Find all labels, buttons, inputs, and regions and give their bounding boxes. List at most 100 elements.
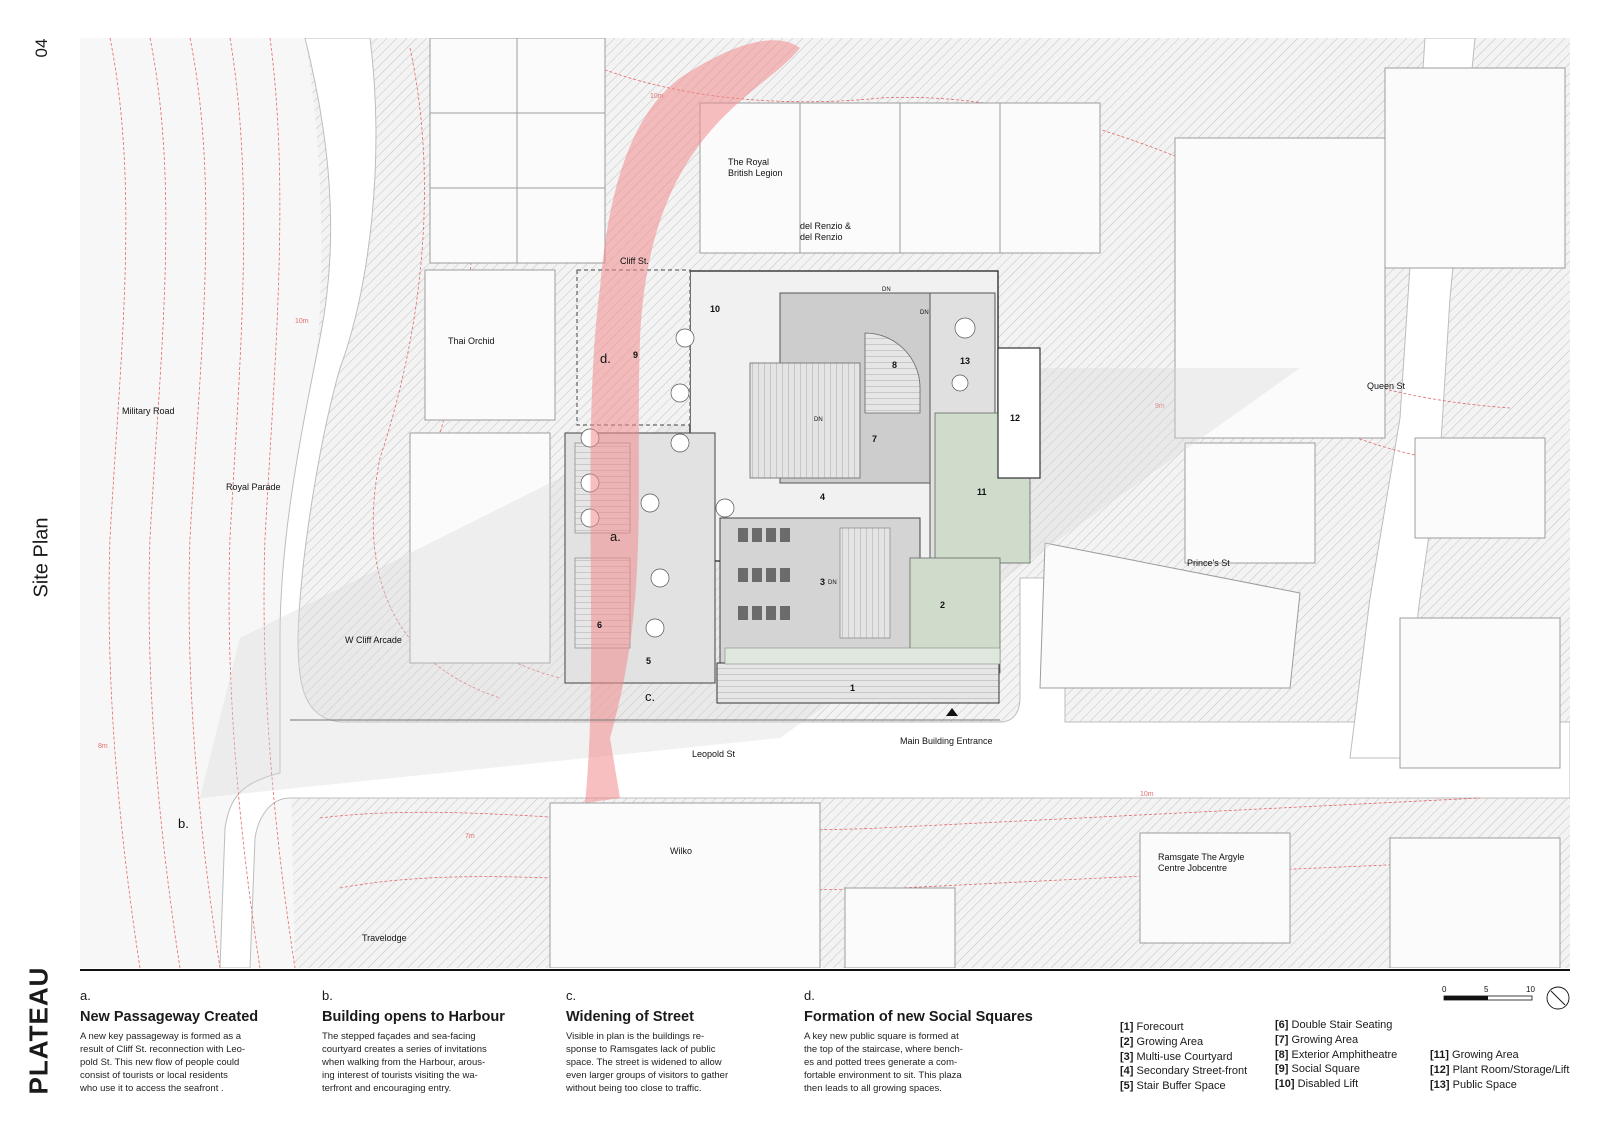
- legend-item: [5] Stair Buffer Space: [1120, 1080, 1226, 1093]
- legend-column-1: [1] Forecourt [2] Growing Area [3] Multi…: [1120, 1020, 1247, 1094]
- legend-item: [12] Plant Room/Storage/Lift: [1430, 1063, 1570, 1076]
- street-label-queen-st: Queen St: [1367, 381, 1406, 391]
- scale-tick-0: 0: [1442, 985, 1447, 994]
- note-line: result of Cliff St. reconnection with Le…: [80, 1044, 246, 1055]
- stair-mark-4: DN: [828, 580, 837, 586]
- legend-item: [7] Growing Area: [1275, 1033, 1359, 1046]
- note-line: ing interest of tourists visiting the wa…: [322, 1070, 478, 1081]
- sheet-title: Site Plan: [30, 517, 53, 598]
- note-line: A new key passageway is formed as a: [80, 1031, 242, 1042]
- note-line: sponse to Ramsgates lack of public: [566, 1044, 716, 1055]
- stair-mark-1: DN: [882, 287, 891, 293]
- building-label-del-renzio-1: del Renzio &: [800, 221, 851, 231]
- street-label-military-road: Military Road: [122, 406, 175, 416]
- note-line: space. The street is widened to allow: [566, 1057, 722, 1068]
- legend-item: [10] Disabled Lift: [1275, 1078, 1359, 1091]
- legend-item: [2] Growing Area: [1120, 1035, 1204, 1048]
- scale-tick-5: 5: [1484, 985, 1489, 994]
- contour-label-5: 7m: [465, 833, 475, 840]
- legend-item: [13] Public Space: [1430, 1078, 1517, 1091]
- entrance-marker-icon: [946, 708, 958, 716]
- note-line: when walking from the Harbour, arous-: [322, 1057, 486, 1068]
- zone-letter-a: a.: [610, 529, 621, 544]
- seafront-area: [80, 38, 322, 968]
- note-title: Formation of new Social Squares: [804, 1009, 1033, 1025]
- street-label-cliff-st: Cliff St.: [620, 256, 649, 266]
- page-number: 04: [32, 38, 51, 58]
- street-label-w-cliff-arcade: W Cliff Arcade: [345, 635, 402, 645]
- room-number-13: 13: [960, 356, 970, 366]
- note-letter: d.: [804, 988, 815, 1003]
- legend-item: [9] Social Square: [1275, 1063, 1361, 1076]
- note-line: courtyard creates a series of invitation…: [322, 1044, 487, 1055]
- note-d: d. Formation of new Social Squares A key…: [804, 988, 1033, 1095]
- scale-tick-10: 10: [1526, 985, 1535, 994]
- room-number-7: 7: [872, 434, 877, 444]
- room-number-2: 2: [940, 600, 945, 610]
- building-label-jobcentre-2: Centre Jobcentre: [1158, 863, 1227, 873]
- building-label-main-entrance: Main Building Entrance: [900, 736, 993, 746]
- passage-overlay: [585, 40, 800, 803]
- note-a: a. New Passageway Created A new key pass…: [80, 988, 300, 1095]
- note-line: pold St. This new flow of people could: [80, 1057, 240, 1068]
- building-label-jobcentre-1: Ramsgate The Argyle: [1158, 852, 1244, 862]
- note-line: fortable environment to sit. This plaza: [804, 1070, 962, 1081]
- legend-item: [8] Exterior Amphitheatre: [1275, 1048, 1398, 1061]
- note-c: c. Widening of Street Visible in plan is…: [566, 988, 786, 1095]
- note-body: A key new public square is formed at the…: [804, 1030, 1024, 1095]
- note-title: New Passageway Created: [80, 1009, 259, 1025]
- building-label-travelodge: Travelodge: [362, 933, 407, 943]
- stair-mark-2: DN: [920, 310, 929, 316]
- contour-label-3: 9m: [1155, 403, 1165, 410]
- zone-letter-b: b.: [178, 816, 189, 831]
- room-number-11: 11: [977, 487, 987, 497]
- note-line: Visible in plan is the buildings re-: [566, 1031, 705, 1042]
- note-title: Widening of Street: [566, 1009, 694, 1025]
- note-letter: c.: [566, 988, 577, 1003]
- legend-item: [11] Growing Area: [1430, 1049, 1519, 1061]
- divider-rule: [80, 969, 1570, 971]
- zone-letter-d: d.: [600, 351, 611, 366]
- contour-label-2: 10m: [295, 318, 309, 325]
- note-line: the top of the staircase, where bench-: [804, 1044, 963, 1055]
- note-line: then leads to all growing spaces.: [804, 1083, 942, 1094]
- room-number-6: 6: [597, 620, 602, 630]
- building-label-royal-british-legion-2: British Legion: [728, 168, 783, 178]
- legend-column-2: [6] Double Stair Seating [7] Growing Are…: [1275, 1018, 1397, 1092]
- site-plan-drawing: 10m 10m 9m 8m 7m 10m: [80, 37, 1571, 969]
- note-line: es and potted trees generate a com-: [804, 1057, 958, 1068]
- room-number-3: 3: [820, 577, 825, 587]
- room-number-8: 8: [892, 360, 897, 370]
- note-title: Building opens to Harbour: [322, 1009, 505, 1025]
- note-letter: a.: [80, 988, 91, 1003]
- room-number-9: 9: [633, 350, 638, 360]
- road-network: [219, 37, 1571, 969]
- note-line: without being too close to traffic.: [566, 1083, 702, 1094]
- note-line: A key new public square is formed at: [804, 1031, 959, 1042]
- note-b: b. Building opens to Harbour The stepped…: [322, 988, 542, 1095]
- note-body: A new key passageway is formed as a resu…: [80, 1030, 300, 1095]
- note-line: The stepped façades and sea-facing: [322, 1031, 476, 1042]
- street-label-leopold-st: Leopold St: [692, 749, 736, 759]
- room-number-5: 5: [646, 656, 651, 666]
- legend-item: [4] Secondary Street-front: [1120, 1065, 1248, 1078]
- note-body: The stepped façades and sea-facing court…: [322, 1030, 542, 1095]
- north-arrow-icon: [1546, 986, 1570, 1010]
- legend-item: [1] Forecourt: [1120, 1021, 1184, 1033]
- building-label-thai-orchid: Thai Orchid: [448, 336, 495, 346]
- site-plan-svg: 10m 10m 9m 8m 7m 10m: [80, 37, 1571, 969]
- note-line: terfront and encouraging entry.: [322, 1083, 452, 1094]
- building-label-wilko: Wilko: [670, 846, 692, 856]
- note-letter: b.: [322, 988, 333, 1003]
- scale-bar: 0 5 10: [1442, 985, 1570, 1010]
- surrounding-buildings: [409, 37, 1566, 969]
- street-label-royal-parade: Royal Parade: [226, 482, 281, 492]
- room-number-4: 4: [820, 492, 825, 502]
- building-label-royal-british-legion-1: The Royal: [728, 157, 769, 167]
- note-line: who use it to access the seafront .: [80, 1083, 224, 1094]
- note-line: even larger groups of visitors to gather: [566, 1070, 729, 1081]
- contour-label-6: 10m: [1140, 791, 1154, 798]
- building-label-del-renzio-2: del Renzio: [800, 232, 843, 242]
- stair-mark-3: DN: [814, 417, 823, 423]
- brand-logo-text: PLATEAU: [23, 966, 54, 1095]
